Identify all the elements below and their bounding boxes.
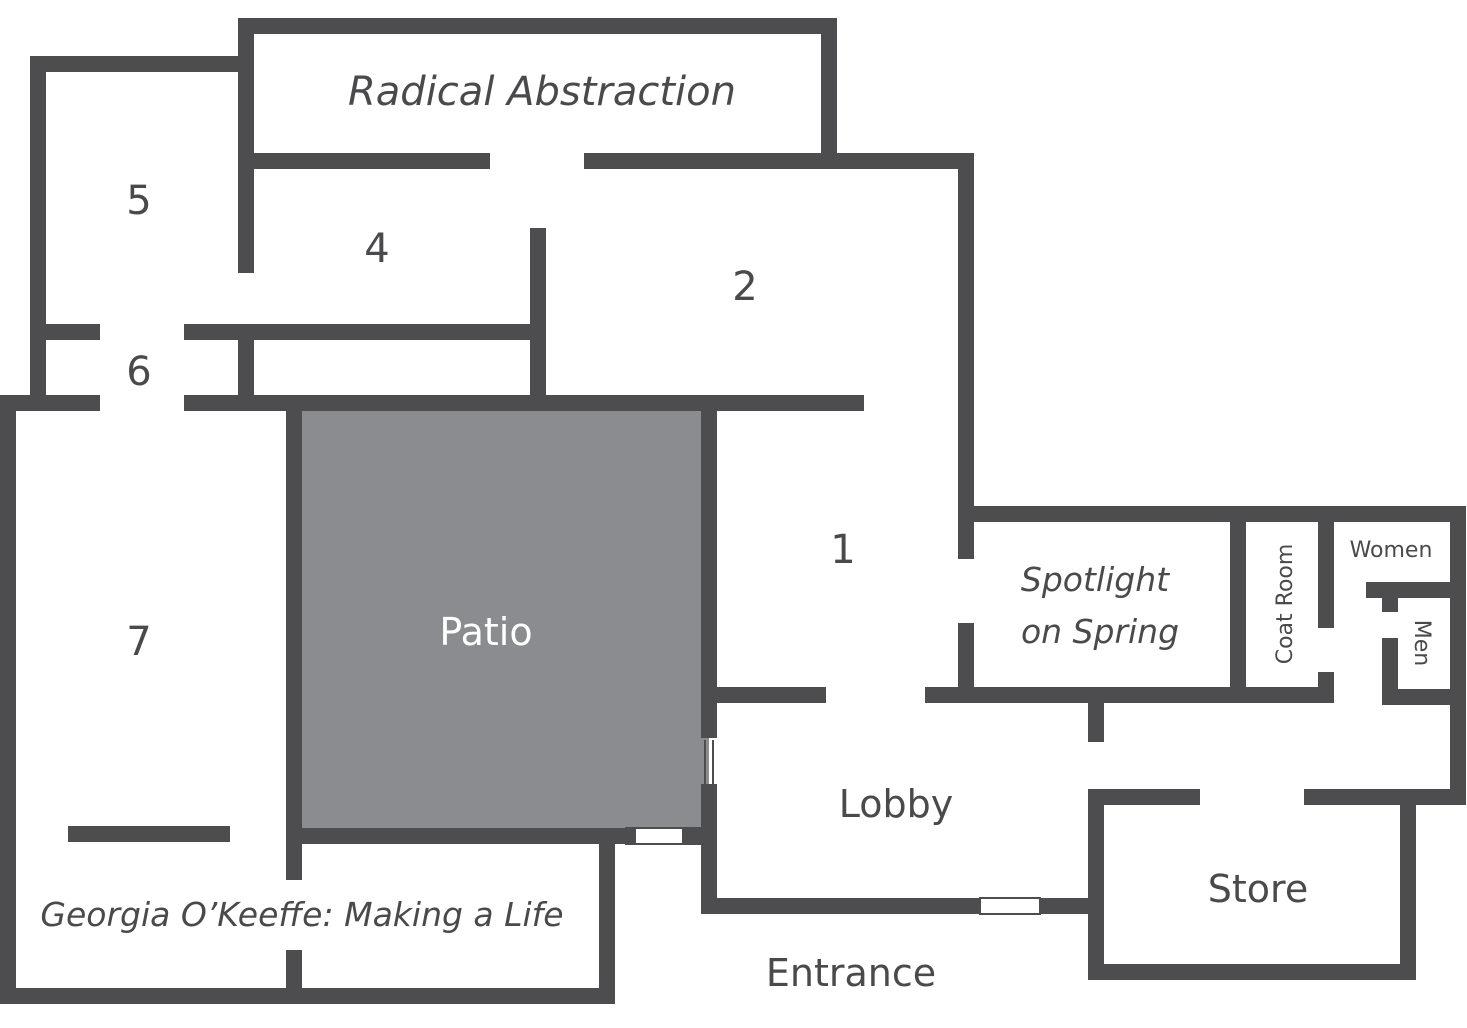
label-women[interactable]: Women <box>1350 538 1433 563</box>
wall-store-outer <box>1088 789 1416 980</box>
label-coat-room[interactable]: Coat Room <box>1273 544 1298 665</box>
label-gallery-6[interactable]: 6 <box>126 349 151 395</box>
door-patio-bottom-block-b <box>682 828 700 844</box>
label-lobby[interactable]: Lobby <box>839 782 953 826</box>
door-entrance-frame <box>979 897 1041 915</box>
wall-gallery5-outer <box>30 56 254 411</box>
patio-area[interactable] <box>294 403 709 836</box>
label-gallery-7[interactable]: 7 <box>126 619 151 665</box>
door-patio-bottom-block-a <box>626 828 636 844</box>
label-men[interactable]: Men <box>1409 620 1434 666</box>
door-patio-right-block <box>701 786 717 796</box>
label-gallery-2[interactable]: 2 <box>732 264 757 310</box>
label-okeeffe[interactable]: Georgia O’Keeffe: Making a Life <box>40 895 563 934</box>
label-radical-abstraction[interactable]: Radical Abstraction <box>348 69 736 115</box>
wall-spotlight-top <box>958 506 1466 805</box>
wall-radical-top <box>238 18 837 168</box>
label-gallery-1[interactable]: 1 <box>830 527 855 573</box>
label-spotlight-line2[interactable]: on Spring <box>1021 612 1179 651</box>
label-spotlight-line1[interactable]: Spotlight <box>1021 560 1170 599</box>
door-blocks <box>626 786 717 844</box>
label-store[interactable]: Store <box>1208 867 1308 911</box>
label-entrance[interactable]: Entrance <box>766 951 936 995</box>
walls <box>0 18 1466 1004</box>
label-patio[interactable]: Patio <box>439 610 532 654</box>
doors <box>625 740 1041 915</box>
label-gallery-4[interactable]: 4 <box>364 226 389 272</box>
wall-gallery7-outer <box>0 395 615 1004</box>
label-gallery-5[interactable]: 5 <box>126 178 151 224</box>
wall-men-left <box>1382 638 1466 705</box>
